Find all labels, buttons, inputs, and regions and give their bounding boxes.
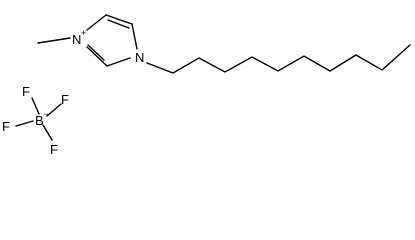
bond-n1-c2: [106, 57, 131, 67]
methyl-bond: [37, 37, 71, 44]
chemical-structure-diagram: N + N B − F F F F: [2, 14, 411, 157]
atom-f-top-label: F: [22, 84, 30, 99]
bond-c4-c5: [105, 14, 133, 25]
bond-b-f-bottom: [42, 124, 53, 141]
bond-c2-n3: [86, 46, 108, 67]
atom-f-bottom-label: F: [50, 142, 58, 157]
atom-n1-label: N: [135, 50, 144, 65]
atom-f-right-label: F: [61, 92, 69, 107]
bond-n3-c4: [86, 14, 107, 31]
tetrafluoroborate-anion: B − F F F F: [2, 84, 69, 157]
atom-f-left-label: F: [2, 119, 10, 134]
bond-c4-c5-double: [107, 19, 130, 29]
bond-c5-n1: [131, 23, 138, 50]
bond-b-f-left: [15, 120, 34, 127]
atom-b-charge: −: [44, 109, 49, 119]
octyl-chain: [146, 44, 411, 74]
atom-b-label: B: [35, 113, 44, 128]
bond-c2-n3-double: [87, 44, 105, 61]
atom-n3-label: N: [72, 32, 81, 47]
bond-b-f-right: [46, 103, 62, 117]
bond-b-f-top: [31, 97, 40, 115]
imidazolium-ring: [86, 14, 138, 67]
atom-n3-charge: +: [81, 28, 86, 38]
